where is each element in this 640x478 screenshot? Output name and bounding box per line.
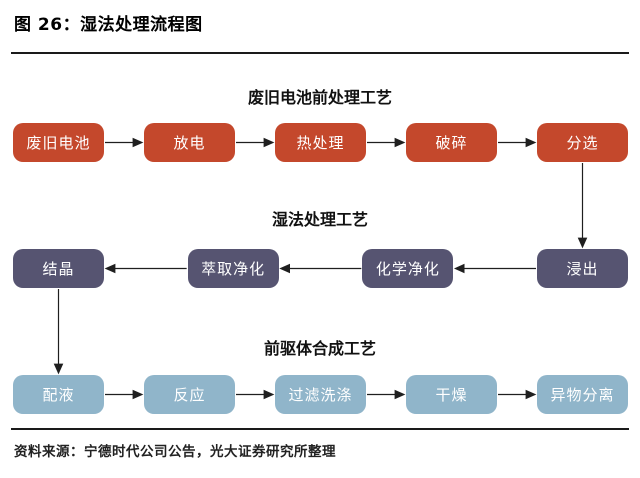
figure-title: 图 26：湿法处理流程图 [14, 15, 203, 35]
footer-divider [11, 428, 629, 430]
flow-box-precursor-0: 配液 [13, 375, 104, 414]
flow-box-precursor-3: 干燥 [406, 375, 497, 414]
section-title-wet-process: 湿法处理工艺 [271, 210, 368, 229]
flow-box-pretreatment-4: 分选 [537, 123, 628, 162]
section-title-pretreatment: 废旧电池前处理工艺 [247, 88, 392, 107]
flow-box-wet-process-3: 浸出 [537, 249, 628, 288]
source-note: 资料来源：宁德时代公司公告，光大证券研究所整理 [14, 444, 336, 460]
flow-box-precursor-1: 反应 [144, 375, 235, 414]
title-divider [11, 52, 629, 54]
flow-box-wet-process-1: 萃取净化 [187, 249, 279, 288]
section-title-precursor: 前驱体合成工艺 [263, 339, 376, 358]
flow-box-pretreatment-3: 破碎 [406, 123, 497, 162]
flow-box-pretreatment-0: 废旧电池 [13, 123, 104, 162]
flow-box-wet-process-0: 结晶 [13, 249, 104, 288]
flow-box-pretreatment-2: 热处理 [275, 123, 366, 162]
flow-box-pretreatment-1: 放电 [144, 123, 235, 162]
flow-box-wet-process-2: 化学净化 [362, 249, 454, 288]
flow-box-precursor-4: 异物分离 [537, 375, 628, 414]
flow-box-precursor-2: 过滤洗涤 [275, 375, 366, 414]
